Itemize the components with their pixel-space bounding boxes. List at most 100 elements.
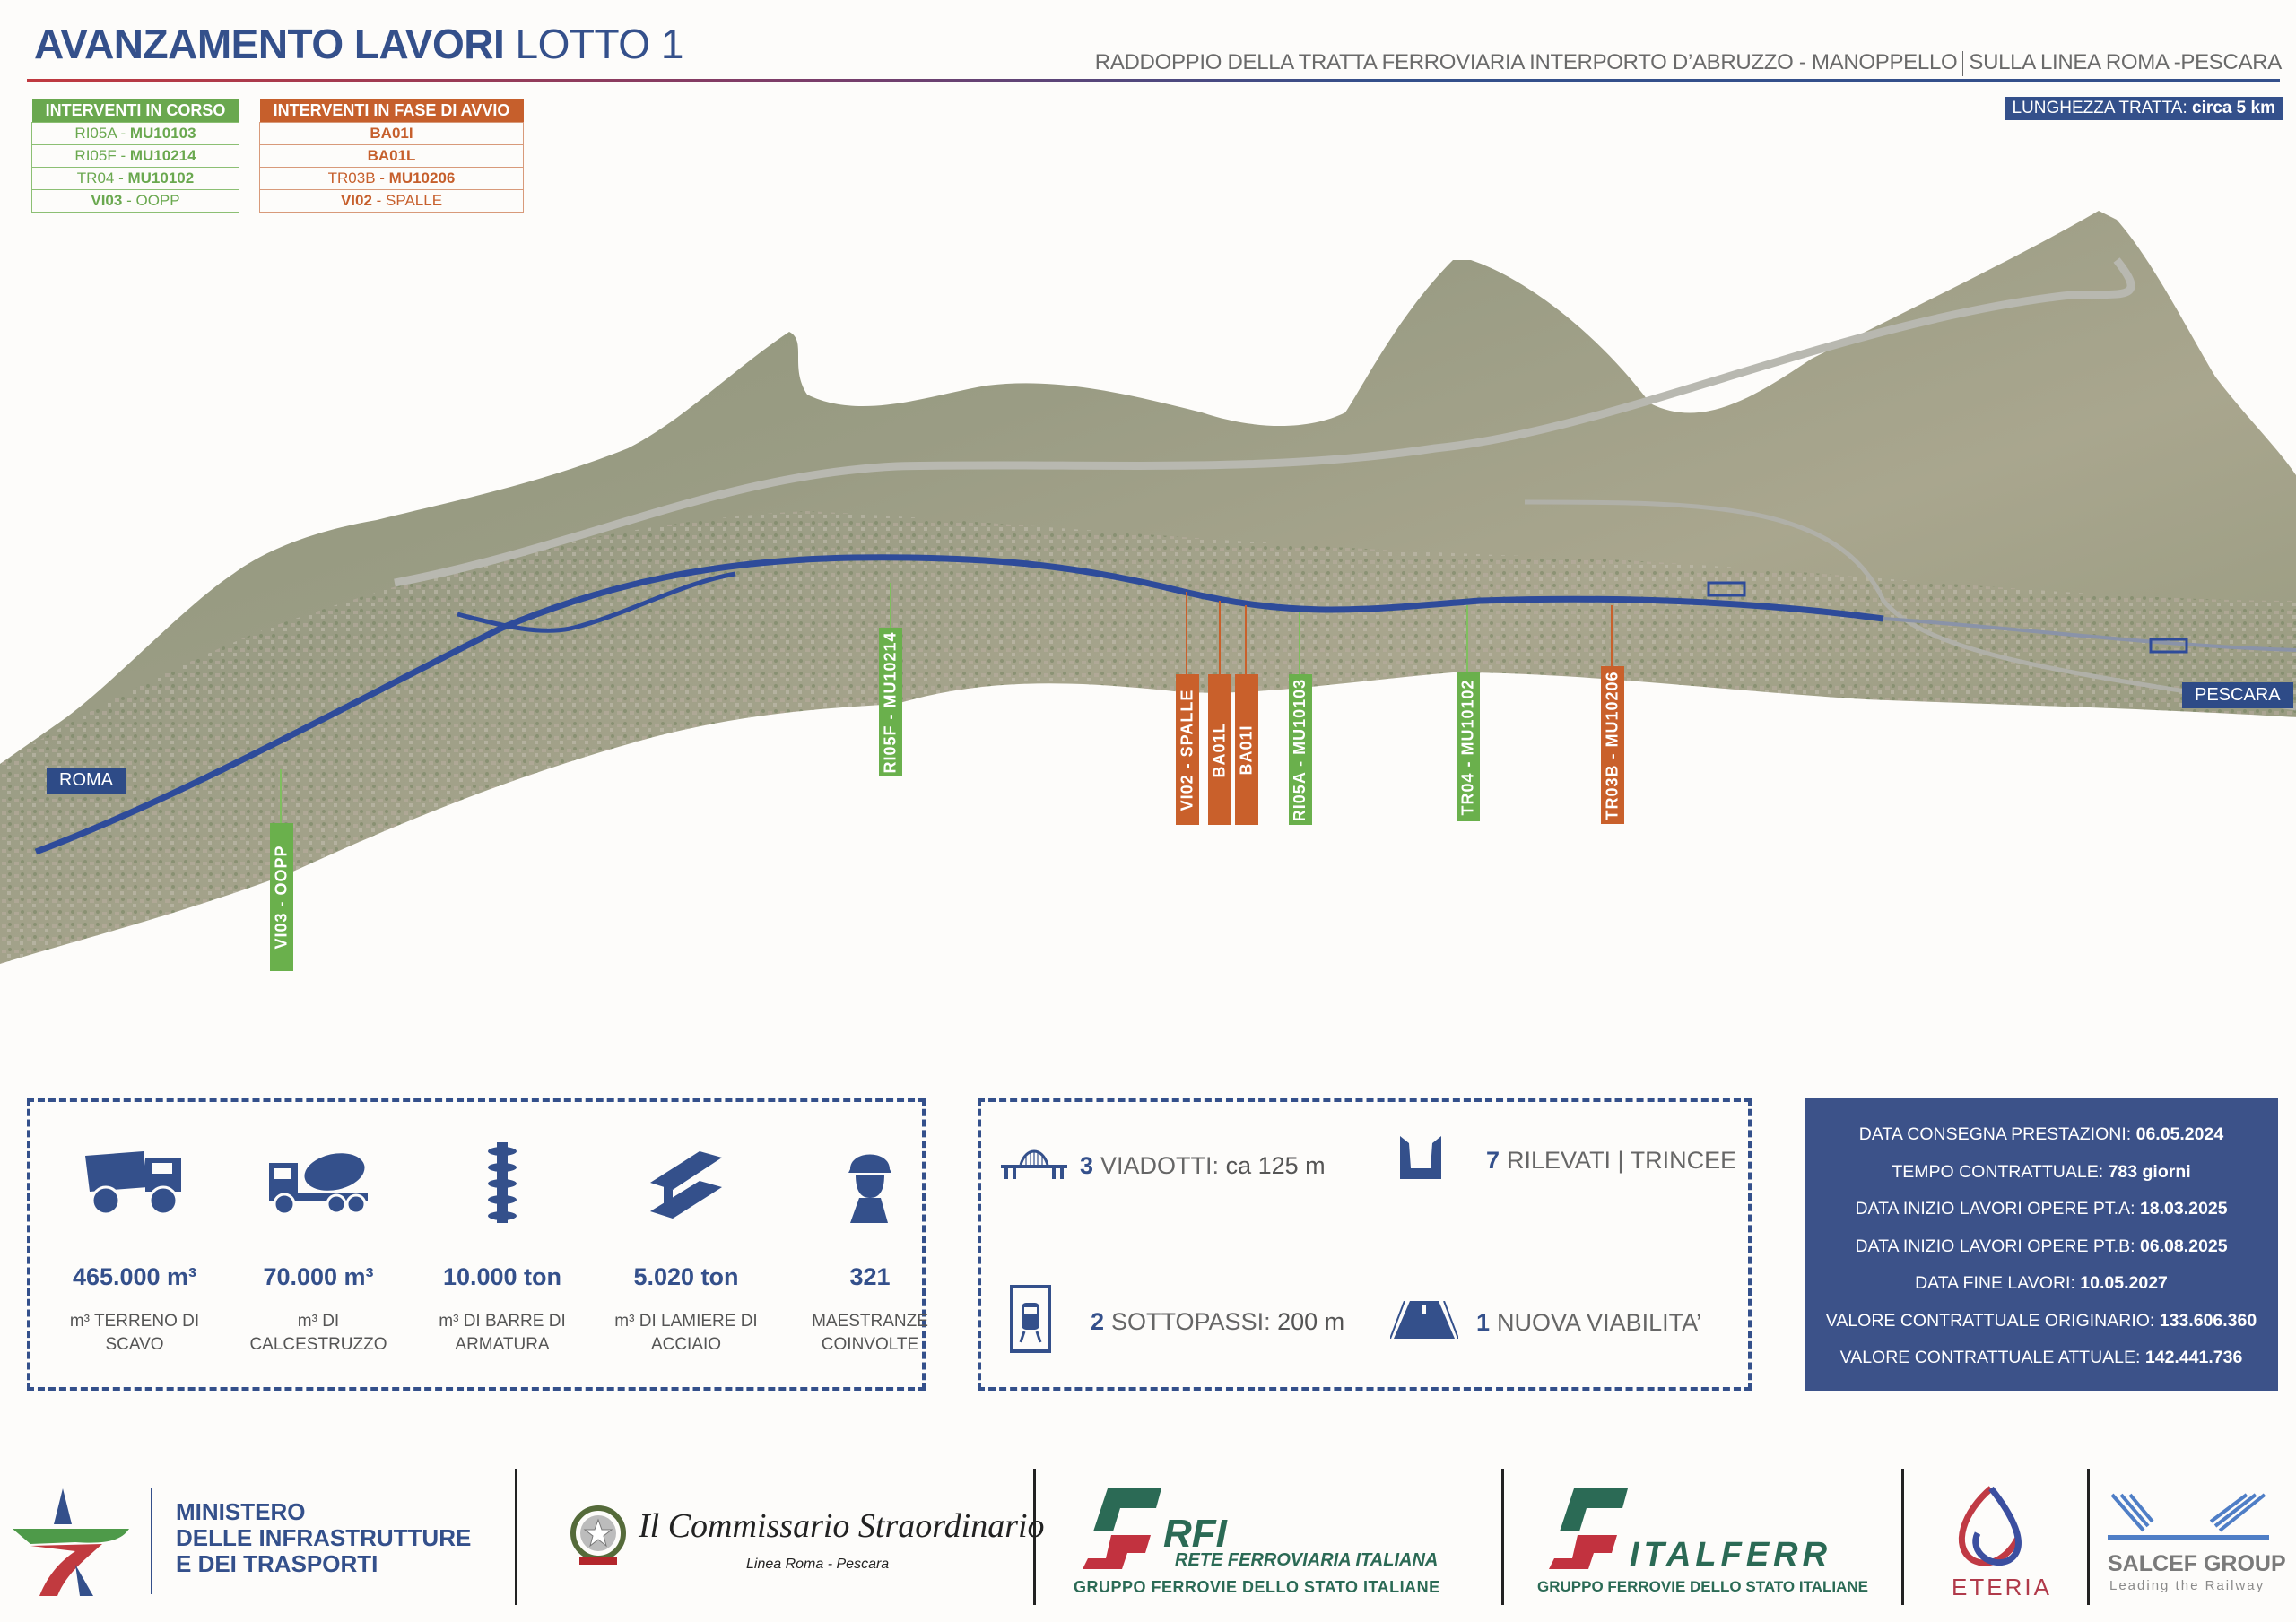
- marker-ri05f-mu10214[interactable]: RI05F - MU10214: [879, 628, 902, 776]
- dump-truck-icon: [45, 1129, 224, 1236]
- legend-item: RI05A - MU10103: [31, 122, 239, 145]
- aerial-map[interactable]: [0, 206, 2296, 977]
- work-count: 3: [1080, 1152, 1094, 1179]
- legend-item-code: TR03B -: [327, 169, 385, 186]
- marker-ba01i[interactable]: BA01I: [1235, 674, 1258, 825]
- rfi-group: GRUPPO FERROVIE DELLO STATO ITALIANE: [1074, 1578, 1440, 1596]
- contract-value: 06.08.2025: [2139, 1236, 2228, 1256]
- contract-value: 783 giorni: [2108, 1161, 2191, 1182]
- marker-ba01l[interactable]: BA01L: [1208, 674, 1231, 825]
- fs-logo-icon: [1547, 1488, 1628, 1574]
- marker-label: RI05F - MU10214: [881, 630, 900, 774]
- legend-item-code: VI03: [91, 192, 123, 209]
- contract-row: DATA FINE LAVORI: 10.05.2027: [1812, 1265, 2271, 1303]
- railway-line-branch: [457, 571, 736, 633]
- footer-divider: [1501, 1469, 1504, 1605]
- legend-item-ref: MU10103: [129, 125, 196, 142]
- rfi-short: RFI: [1163, 1512, 1227, 1556]
- map-urban-area: [0, 511, 2296, 964]
- title-light: LOTTO 1: [515, 21, 684, 67]
- legend-item: VI02 - SPALLE: [259, 189, 524, 213]
- work-count: 1: [1476, 1309, 1491, 1336]
- material-label: m³ DI CALCESTRUZZO: [249, 1312, 387, 1354]
- legend-item-ref: BA01L: [367, 147, 416, 164]
- subtitle-right: SULLA LINEA ROMA -PESCARA: [1969, 50, 2282, 74]
- legend-item: RI05F - MU10214: [31, 144, 239, 168]
- fs-logo-icon: [1081, 1488, 1161, 1574]
- subtitle-left: RADDOPPIO DELLA TRATTA FERROVIARIA INTER…: [1094, 50, 1958, 74]
- steel-beam-icon: [596, 1129, 776, 1236]
- footer-divider: [2087, 1469, 2090, 1605]
- marker-label: TR04 - MU10102: [1458, 678, 1477, 816]
- legend-item-ref: MU10206: [388, 169, 456, 186]
- footer-divider: [1901, 1469, 1904, 1605]
- salcef-logo-icon: [2108, 1490, 2269, 1548]
- legend-starting: INTERVENTI IN FASE DI AVVIO BA01I BA01L …: [259, 99, 524, 213]
- work-detail: 200 m: [1277, 1308, 1345, 1335]
- italy-emblem-icon: [567, 1502, 630, 1578]
- contract-row: TEMPO CONTRATTUALE: 783 giorni: [1812, 1154, 2271, 1192]
- italferr-name: ITALFERR: [1630, 1536, 1832, 1574]
- legend-starting-title: INTERVENTI IN FASE DI AVVIO: [259, 99, 524, 123]
- page-subtitle: RADDOPPIO DELLA TRATTA FERROVIARIA INTER…: [1095, 50, 2282, 76]
- contract-row: VALORE CONTRATTUALE ORIGINARIO: 133.606.…: [1812, 1303, 2271, 1340]
- contract-label: DATA INIZIO LAVORI OPERE PT.B:: [1855, 1236, 2135, 1256]
- marker-vi03-oopp[interactable]: VI03 - OOPP: [270, 823, 293, 971]
- contract-label: DATA CONSEGNA PRESTAZIONI:: [1858, 1124, 2132, 1144]
- length-label: LUNGHEZZA TRATTA:: [2012, 99, 2187, 117]
- marker-tr03b-mu10206[interactable]: TR03B - MU10206: [1601, 666, 1624, 824]
- legend-item: TR03B - MU10206: [259, 167, 524, 190]
- work-label: VIADOTTI:: [1100, 1152, 1220, 1179]
- work-label: RILEVATI | TRINCEE: [1507, 1147, 1737, 1174]
- title-bold: AVANZAMENTO LAVORI: [34, 21, 505, 67]
- marker-label: VI02 - SPALLE: [1178, 689, 1196, 811]
- contract-label: VALORE CONTRATTUALE ATTUALE:: [1839, 1348, 2141, 1367]
- materials-panel: 465.000 m³ m³ TERRENO DI SCAVO 70.000 m³…: [27, 1098, 928, 1391]
- legend-item-ref: BA01I: [370, 125, 413, 142]
- legend-item-ref: - OOPP: [126, 192, 180, 209]
- contract-row: VALORE CONTRATTUALE ATTUALE: 142.441.736: [1812, 1340, 2271, 1377]
- material-item: 5.020 ton m³ DI LAMIERE DI ACCIAIO: [596, 1102, 776, 1354]
- work-label: SOTTOPASSI:: [1111, 1308, 1271, 1335]
- bridge-icon: [1001, 1145, 1067, 1187]
- marker-tr04-mu10102[interactable]: TR04 - MU10102: [1457, 672, 1480, 821]
- legend-item-code: RI05F -: [74, 147, 126, 164]
- material-value: 465.000 m³: [72, 1263, 197, 1290]
- city-label-roma: ROMA: [47, 768, 126, 794]
- material-label: m³ DI BARRE DI ARMATURA: [439, 1312, 566, 1354]
- legend-item-code: RI05A -: [74, 125, 126, 142]
- road-icon: [1389, 1300, 1459, 1345]
- material-value: 5.020 ton: [633, 1263, 739, 1290]
- italferr-group: GRUPPO FERROVIE DELLO STATO ITALIANE: [1537, 1578, 1868, 1595]
- page-title: AVANZAMENTO LAVORI LOTTO 1: [34, 20, 683, 68]
- material-value: 10.000 ton: [442, 1263, 562, 1290]
- contract-value: 10.05.2027: [2080, 1273, 2168, 1293]
- contract-row: DATA CONSEGNA PRESTAZIONI: 06.05.2024: [1812, 1116, 2271, 1154]
- trench-icon: [1400, 1136, 1441, 1185]
- footer-divider: [515, 1469, 517, 1605]
- contract-row: DATA INIZIO LAVORI OPERE PT.B: 06.08.202…: [1812, 1228, 2271, 1266]
- marker-label: BA01L: [1210, 721, 1229, 778]
- salcef-name: SALCEF GROUP: [2108, 1551, 2286, 1576]
- legend-item-code: TR04 -: [76, 169, 124, 186]
- commissario-title: Il Commissario Straordinario: [639, 1507, 1045, 1545]
- rfi-long: RETE FERROVIARIA ITALIANA: [1175, 1550, 1439, 1570]
- worker-icon: [780, 1129, 960, 1236]
- contract-value: 142.441.736: [2144, 1348, 2243, 1367]
- marker-vi02-spalle[interactable]: VI02 - SPALLE: [1176, 674, 1199, 825]
- marker-ri05a-mu10103[interactable]: RI05A - MU10103: [1289, 674, 1312, 825]
- material-item: 465.000 m³ m³ TERRENO DI SCAVO: [45, 1102, 224, 1354]
- station-block: [2149, 638, 2188, 654]
- mit-divider: [151, 1488, 152, 1594]
- material-item: 10.000 ton m³ DI BARRE DI ARMATURA: [413, 1102, 592, 1354]
- material-item: 321 MAESTRANZE COINVOLTE: [780, 1102, 960, 1354]
- eteria-logo-icon: [1946, 1484, 2036, 1578]
- material-label: m³ DI LAMIERE DI ACCIAIO: [614, 1312, 758, 1354]
- legend-item: VI03 - OOPP: [31, 189, 239, 213]
- mit-star-icon: [13, 1488, 129, 1596]
- rebar-icon: [413, 1129, 592, 1236]
- legend-item-ref: MU10214: [129, 147, 196, 164]
